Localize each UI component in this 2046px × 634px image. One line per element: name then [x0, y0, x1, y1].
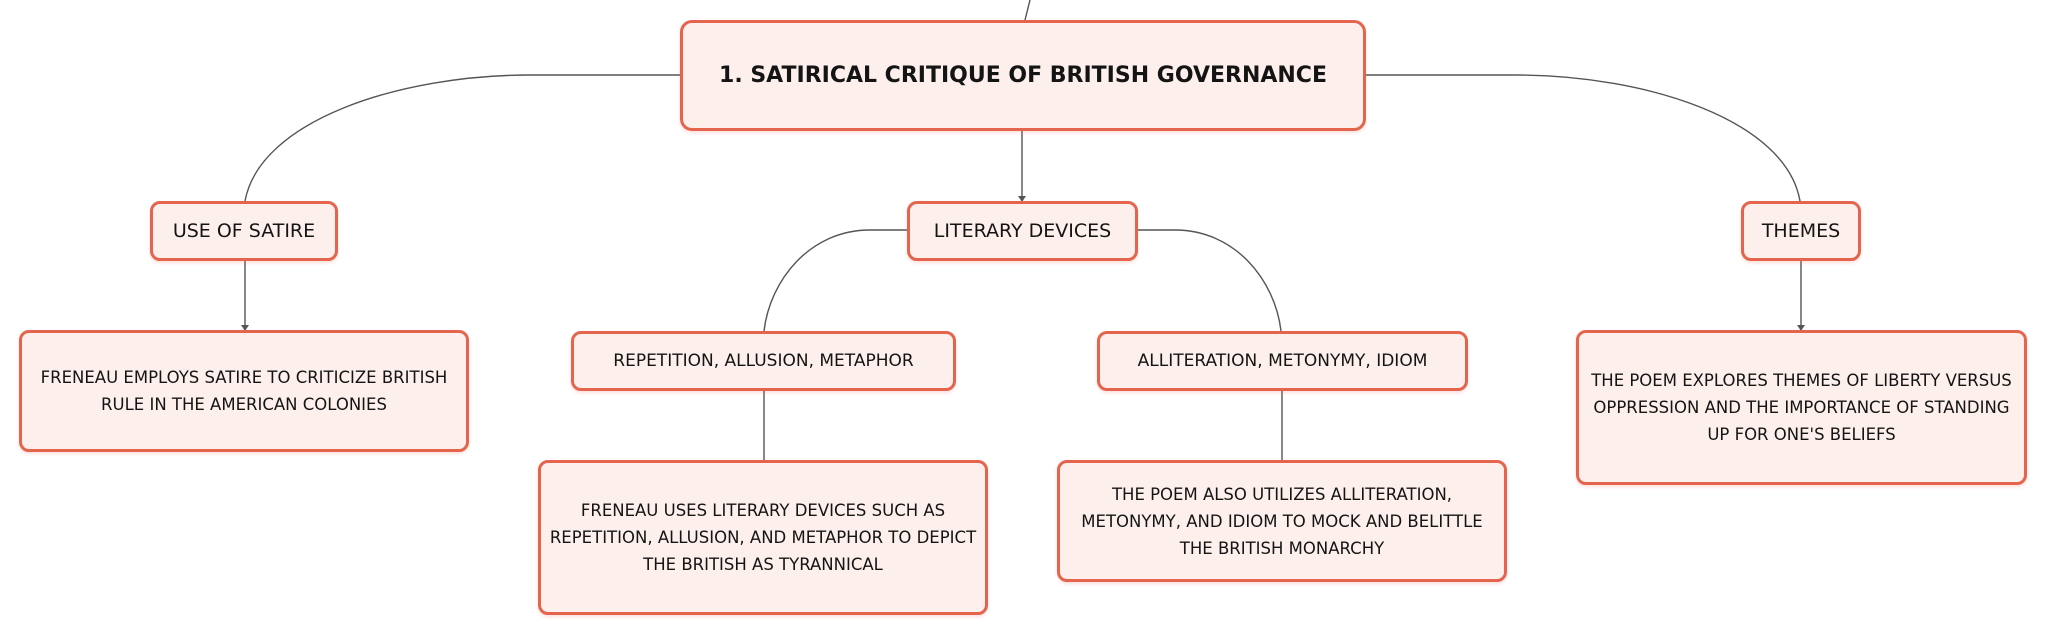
detail-alliteration-metonymy-idiom[interactable]: THE POEM ALSO UTILIZES ALLITERATION, MET… — [1057, 460, 1507, 582]
topic-literary-devices-label: LITERARY DEVICES — [933, 220, 1112, 242]
connector-devices-to-alliteration — [1138, 229, 1282, 332]
connector-root-to-themes — [1366, 74, 1801, 202]
topic-themes-label: THEMES — [1761, 220, 1841, 242]
connector-devices-to-repetition — [763, 229, 907, 332]
topic-themes[interactable]: THEMES — [1741, 201, 1861, 261]
topic-repetition-allusion-metaphor[interactable]: REPETITION, ALLUSION, METAPHOR — [571, 331, 956, 391]
connector-parent-to-root — [1024, 0, 1031, 21]
topic-use-of-satire[interactable]: USE OF SATIRE — [150, 201, 338, 261]
topic-literary-devices[interactable]: LITERARY DEVICES — [907, 201, 1138, 261]
arrowhead-satire-detail — [241, 325, 249, 331]
arrowhead-themes-detail — [1797, 325, 1805, 331]
topic-use-of-satire-label: USE OF SATIRE — [172, 220, 316, 242]
detail-use-of-satire[interactable]: FRENEAU EMPLOYS SATIRE TO CRITICIZE BRIT… — [19, 330, 469, 452]
detail-themes[interactable]: THE POEM EXPLORES THEMES OF LIBERTY VERS… — [1576, 330, 2027, 485]
root-topic-node[interactable]: 1. SATIRICAL CRITIQUE OF BRITISH GOVERNA… — [680, 20, 1366, 131]
detail-use-of-satire-text: FRENEAU EMPLOYS SATIRE TO CRITICIZE BRIT… — [40, 368, 448, 414]
root-topic-label: 1. SATIRICAL CRITIQUE OF BRITISH GOVERNA… — [719, 63, 1327, 88]
detail-repetition-text: FRENEAU USES LITERARY DEVICES SUCH AS RE… — [549, 501, 977, 574]
arrowhead-literary-devices — [1018, 196, 1026, 202]
connector-root-to-use-of-satire — [244, 74, 680, 202]
topic-repetition-label: REPETITION, ALLUSION, METAPHOR — [613, 351, 914, 371]
detail-repetition-allusion-metaphor[interactable]: FRENEAU USES LITERARY DEVICES SUCH AS RE… — [538, 460, 988, 615]
detail-themes-text: THE POEM EXPLORES THEMES OF LIBERTY VERS… — [1591, 371, 2012, 444]
topic-alliteration-label: ALLITERATION, METONYMY, IDIOM — [1137, 351, 1428, 371]
detail-alliteration-text: THE POEM ALSO UTILIZES ALLITERATION, MET… — [1081, 484, 1483, 558]
topic-alliteration-metonymy-idiom[interactable]: ALLITERATION, METONYMY, IDIOM — [1097, 331, 1468, 391]
